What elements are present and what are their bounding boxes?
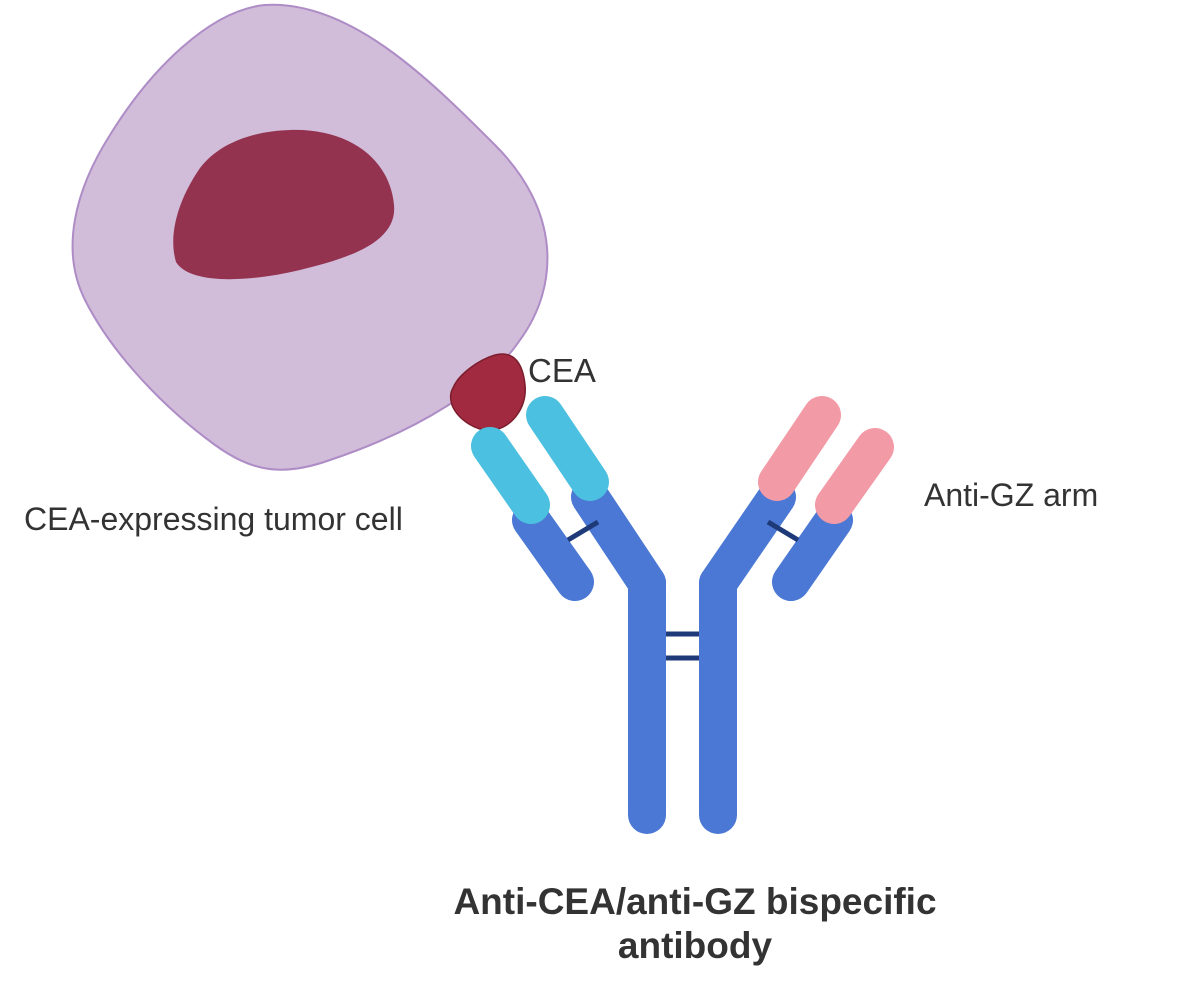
diagram-title-line-2: antibody (617, 925, 773, 966)
cell-nucleus-icon (173, 129, 395, 280)
bispecific-antibody-icon (471, 396, 894, 834)
heavy-chain-left-arm (571, 478, 666, 602)
light-chain-right-constant (772, 501, 853, 601)
tumor-cell-label: CEA-expressing tumor cell (24, 501, 403, 537)
anti-gz-light-variable (815, 428, 894, 524)
disulfide-bond-right-arm (766, 519, 800, 543)
anti-gz-heavy-variable (758, 396, 841, 501)
diagram-title: Anti-CEA/anti-GZ bispecific antibody (330, 880, 1060, 968)
disulfide-bond-left-arm (566, 519, 600, 543)
anti-cea-light-variable (471, 427, 550, 524)
heavy-chain-right-arm (699, 478, 796, 602)
cea-antigen-icon (449, 353, 526, 432)
diagram-title-line-1: Anti-CEA/anti-GZ bispecific (453, 881, 937, 922)
light-chain-left-constant (512, 501, 594, 601)
anti-gz-arm-label: Anti-GZ arm (924, 477, 1099, 513)
tumor-cell-icon (71, 3, 549, 471)
anti-cea-heavy-variable (526, 396, 609, 501)
cea-antigen-label: CEA (528, 352, 596, 389)
